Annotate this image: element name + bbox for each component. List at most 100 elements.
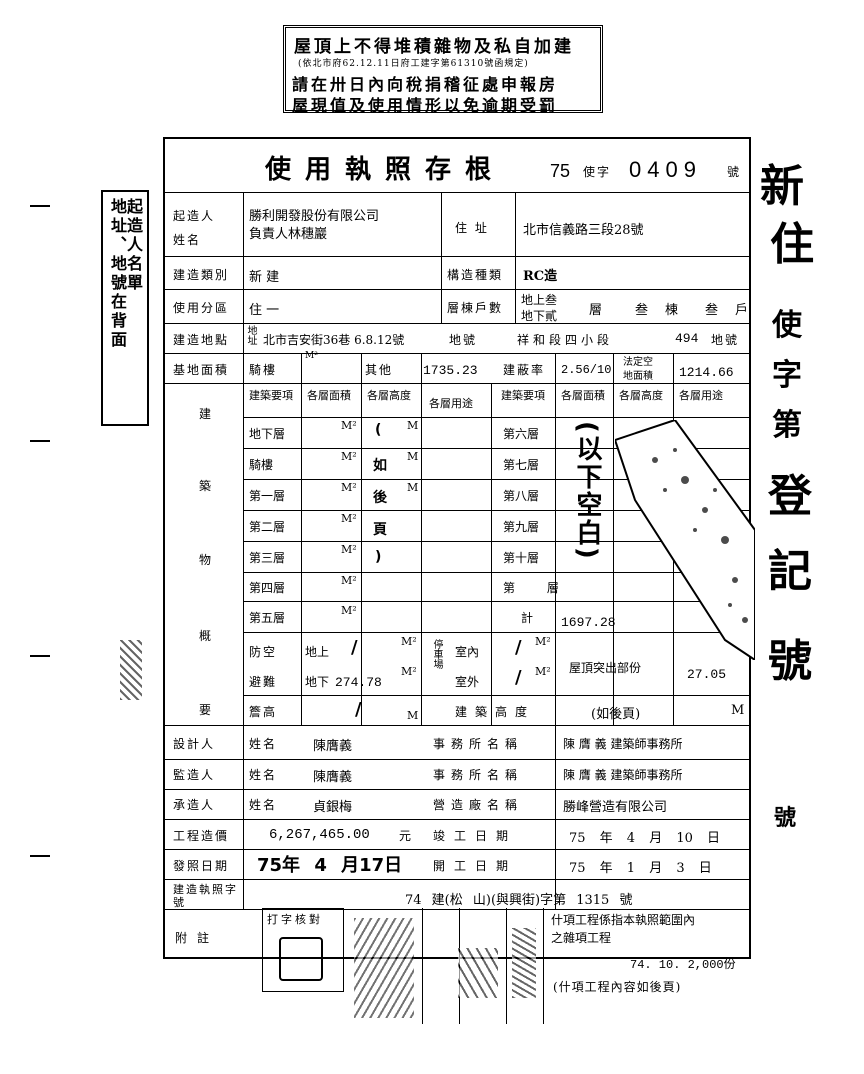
cost-value: 6,267,465.00: [269, 827, 370, 843]
building-type-label: 建造類別: [173, 268, 230, 282]
typing-check-box: 打字核對: [262, 908, 344, 992]
notes-label: 附註: [175, 931, 220, 945]
designer-name: 陳膺義: [313, 739, 353, 754]
floor-row-right: 第八層: [503, 489, 540, 503]
floor-row: 第二層: [249, 520, 286, 534]
signature-stamp: [354, 918, 414, 1018]
start-date: 75 年 1 月 3 日: [569, 861, 712, 876]
permit-form: 使用執照存根 75 使字 0409 號 起造人 姓名 勝利開發股份有限公司 負責…: [163, 137, 751, 959]
notes-text-1: 什項工程係指本執照範圍內: [551, 913, 696, 927]
legal-space-label-1: 法定空: [623, 357, 653, 368]
floor-row: 第四層: [249, 581, 286, 595]
col-header-item-2: 建築要項: [501, 389, 545, 402]
eaves-unit: M: [407, 709, 419, 722]
floor-row: 第一層: [249, 489, 286, 503]
supervisor-name-label: 姓名: [249, 768, 278, 782]
parking-unit: M²: [535, 665, 551, 678]
form-title: 使用執照存根: [265, 155, 506, 185]
height-note-char: ): [375, 549, 382, 565]
parking-unit: M²: [535, 635, 551, 648]
floor-row-right: 第十層: [503, 551, 540, 565]
parking-outdoor: 室外: [455, 675, 480, 689]
lot-suffix: 地號: [711, 333, 740, 347]
supervisor-org: 陳 膺 義 建築師事務所: [563, 768, 683, 782]
height-note-char: 後: [373, 490, 387, 506]
section-char: 建: [199, 407, 214, 421]
finish-date-label: 竣工日期: [433, 829, 518, 843]
right-fragment: 字: [772, 358, 802, 393]
col-header-item: 建築要項: [249, 389, 293, 402]
building-height-label: 建築高度: [455, 705, 536, 719]
issue-date: 75年 4 月17日: [257, 855, 403, 876]
cost-label: 工程造價: [173, 829, 230, 843]
shelter-label-2: 避難: [249, 675, 278, 689]
col-header-use-2: 各層用途: [679, 389, 723, 402]
contractor-label: 承造人: [173, 798, 216, 812]
floors-unit-2: 叁: [635, 303, 649, 318]
top-regulation-stamp: 屋頂上不得堆積雜物及私自加建 (依北市府62.12.11日府工建字第61310號…: [283, 25, 603, 115]
blank-slash: /: [355, 699, 362, 720]
floors-unit-5: 戶: [735, 303, 749, 318]
builder-label: 起造人: [173, 209, 216, 223]
torn-corner-stain: [615, 420, 755, 660]
unit-mark: M²: [341, 450, 357, 463]
unit-mark: M²: [341, 512, 357, 525]
start-date-label: 開工日期: [433, 859, 518, 873]
floors-unit-4: 叁: [705, 303, 719, 318]
floor-row: 第三層: [249, 551, 286, 565]
margin-mark: [30, 205, 50, 207]
shelter-above: 地上: [305, 645, 330, 659]
margin-mark: [30, 655, 50, 657]
blank-note: (以下空白): [572, 421, 602, 561]
supervisor-label: 監造人: [173, 768, 216, 782]
stamp-line-4: 屋現值及使用情形以免逾期受罰: [292, 96, 559, 115]
height-unit-mark: M: [407, 481, 419, 494]
right-fragment: 住: [770, 219, 814, 270]
lot-label: 地號: [449, 333, 478, 347]
designer-name-label: 姓名: [249, 737, 278, 751]
builder-address-label: 住 址: [455, 221, 489, 235]
seal-stamp: [279, 937, 323, 981]
contractor-org-label: 營造廠名稱: [433, 798, 524, 812]
coverage-value: 2.56/10: [561, 363, 612, 377]
other-label: 其他: [365, 363, 394, 377]
shelter-below-value: 274.78: [335, 675, 382, 690]
floor-row: 騎樓: [249, 458, 274, 472]
eaves-label: 簷高: [249, 705, 278, 719]
section-char: 概: [199, 629, 214, 643]
side-stamp-col-2: 地址、地號在背面: [108, 198, 127, 350]
blank-slash: /: [515, 637, 522, 658]
area-label: 基地面積: [173, 363, 230, 377]
floors-label: 層棟戶數: [447, 301, 504, 315]
col-header-use: 各層用途: [429, 397, 473, 410]
seal-column: [506, 908, 544, 1024]
lot-number: 494: [675, 331, 699, 346]
legal-space-label-2: 地面積: [623, 371, 653, 382]
right-fragment: 使: [772, 308, 802, 343]
builder-name-label: 姓名: [173, 233, 202, 247]
floor-row: 第五層: [249, 611, 286, 625]
permit-year: 75: [550, 161, 571, 181]
cost-unit: 元: [399, 829, 412, 843]
arcade-label: 騎樓: [249, 363, 278, 377]
unit-mark: M²: [341, 604, 357, 617]
contractor-name: 貞銀梅: [313, 800, 353, 815]
permit-suffix: 號: [727, 165, 742, 179]
location-address-tag: 地址: [245, 325, 256, 345]
stamp-line-3: 請在卅日內向稅捐稽征處申報房: [292, 75, 559, 94]
designer-org-label: 事務所名稱: [433, 737, 524, 751]
section-char: 要: [199, 703, 214, 717]
permit-ref-value: 74 建(松 山)(與興街)字第 1315 號: [405, 893, 633, 908]
section-char: 築: [199, 479, 214, 493]
total-label: 計: [521, 611, 534, 625]
stamp-residue: [120, 640, 142, 700]
shelter-below: 地下: [305, 675, 330, 689]
blank-slash: /: [515, 667, 522, 688]
issue-date-label: 發照日期: [173, 859, 230, 873]
use-zone-value: 住 一: [249, 303, 280, 318]
print-info: 74. 10. 2,000份: [630, 958, 736, 972]
unit-mark: M²: [341, 419, 357, 432]
stamp-line-2: (依北市府62.12.11日府工建字第61310號函規定): [298, 59, 529, 69]
col-header-height-2: 各層高度: [619, 389, 663, 402]
floors-below: 地下貳: [521, 309, 558, 323]
